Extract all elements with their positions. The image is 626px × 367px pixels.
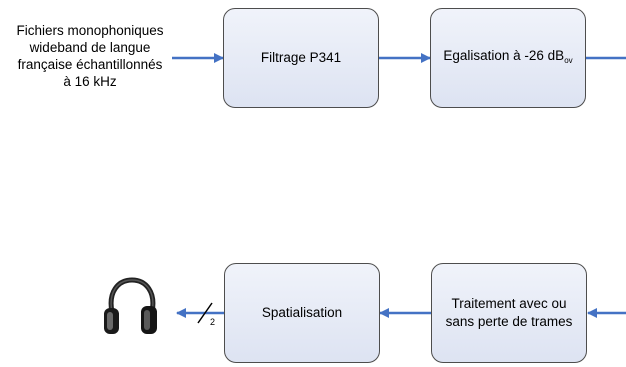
channel-count-label: 2 xyxy=(210,317,216,327)
block-filtrage: Filtrage P341 xyxy=(223,8,379,108)
block-egalisation-label: Egalisation à -26 dBov xyxy=(443,47,572,70)
egalisation-subscript: ov xyxy=(564,55,573,65)
block-traitement-label: Traitement avec ou sans perte de trames xyxy=(446,295,573,331)
block-egalisation: Egalisation à -26 dBov xyxy=(430,8,586,108)
source-line: française échantillonnés xyxy=(17,57,163,72)
block-spatialisation-label: Spatialisation xyxy=(261,305,343,320)
source-description: Fichiers monophoniques wideband de langu… xyxy=(0,22,180,90)
traitement-line: sans perte de trames xyxy=(445,314,573,329)
block-spatialisation: Spatialisation xyxy=(224,263,380,363)
traitement-line: Traitement avec ou xyxy=(451,296,567,311)
egalisation-text: Egalisation à -26 dB xyxy=(443,47,565,63)
headphones-icon xyxy=(104,277,157,334)
block-filtrage-label: Filtrage P341 xyxy=(260,50,342,65)
source-line: Fichiers monophoniques xyxy=(16,23,164,38)
source-line: à 16 kHz xyxy=(63,74,117,89)
channel-slash xyxy=(197,302,213,324)
source-line: wideband de langue xyxy=(29,40,151,55)
block-traitement: Traitement avec ou sans perte de trames xyxy=(431,263,587,363)
